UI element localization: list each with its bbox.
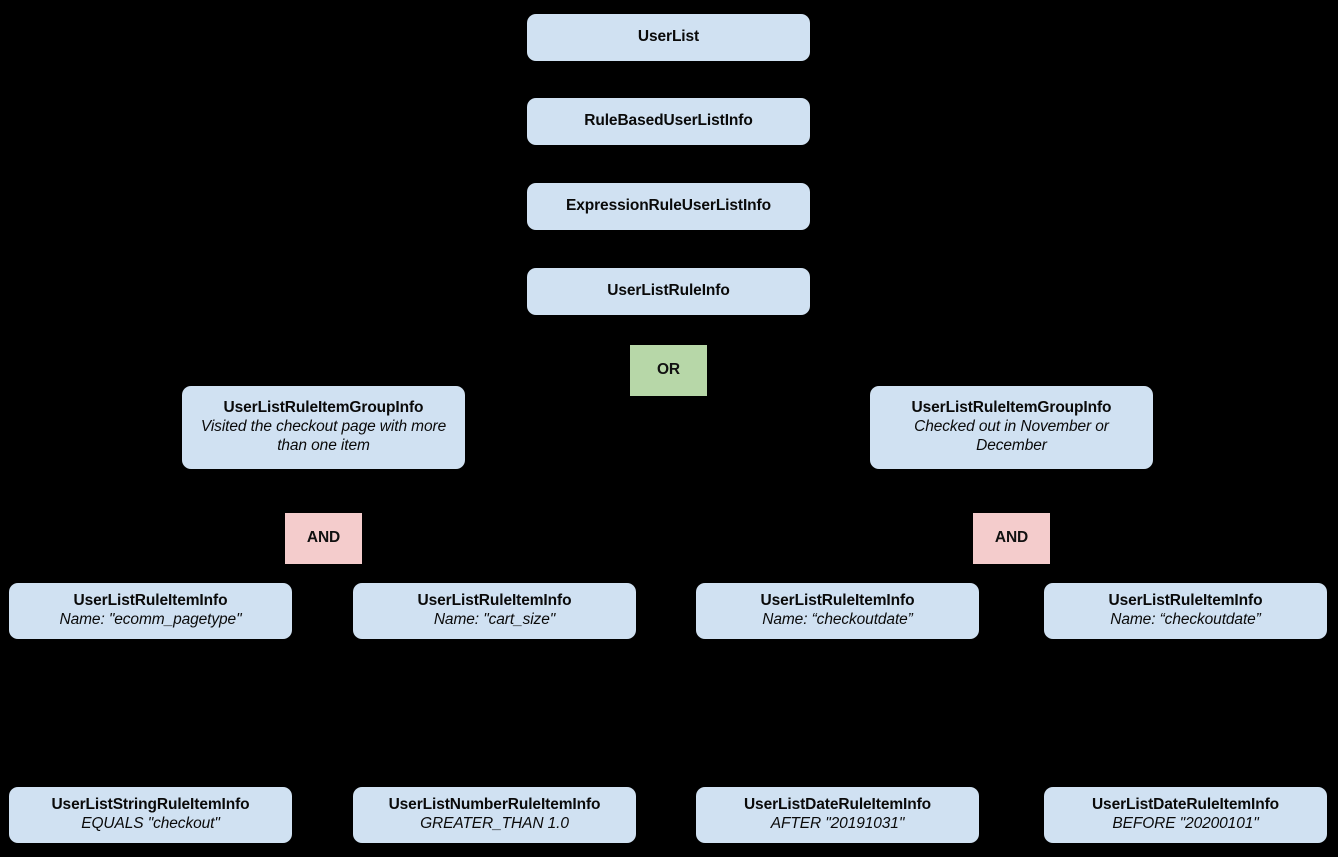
node-group-right[interactable]: UserListRuleItemGroupInfo Checked out in… xyxy=(870,386,1153,469)
edge-userlist-to-rulebased xyxy=(668,60,670,98)
arrowhead-item2 xyxy=(488,575,500,584)
node-item-4[interactable]: UserListRuleItemInfo Name: “checkoutdate… xyxy=(1044,583,1327,639)
node-item-1-title: UserListRuleItemInfo xyxy=(73,592,228,610)
node-item-4-subtitle: Name: “checkoutdate” xyxy=(1110,611,1261,628)
node-group-right-subtitle: Checked out in November or December xyxy=(914,418,1109,454)
node-leaf-3-subtitle: AFTER "20191031" xyxy=(770,815,905,832)
arrowhead-leaf4 xyxy=(1179,775,1191,784)
node-group-left-subtitle: Visited the checkout page with more than… xyxy=(200,418,447,454)
edge-item1-to-leaf1 xyxy=(150,639,152,779)
arrowhead-group-right xyxy=(1005,380,1017,389)
node-item-2-title: UserListRuleItemInfo xyxy=(417,592,572,610)
node-group-right-title: UserListRuleItemGroupInfo xyxy=(911,399,1112,417)
node-leaf-2-subtitle: GREATER_THAN 1.0 xyxy=(420,815,569,832)
arrowhead-rulebased xyxy=(662,89,674,98)
edge-or-to-group-right xyxy=(1011,371,1013,388)
node-user-list-rule-info[interactable]: UserListRuleInfo xyxy=(527,268,810,315)
arrowhead-item1 xyxy=(144,575,156,584)
edge-expression-to-rule xyxy=(668,230,670,268)
node-item-2[interactable]: UserListRuleItemInfo Name: "cart_size" xyxy=(353,583,636,639)
arrowhead-expression xyxy=(662,174,674,183)
edge-rulebased-to-expression xyxy=(668,145,670,183)
node-rule-based-user-list-info-title: RuleBasedUserListInfo xyxy=(584,112,753,130)
node-user-list[interactable]: UserList xyxy=(527,14,810,61)
node-expression-rule-user-list-info-title: ExpressionRuleUserListInfo xyxy=(566,197,771,215)
node-item-3-subtitle: Name: “checkoutdate” xyxy=(762,611,913,628)
node-user-list-rule-info-title: UserListRuleInfo xyxy=(607,282,730,300)
node-leaf-3-title: UserListDateRuleItemInfo xyxy=(743,796,932,814)
arrowhead-leaf2 xyxy=(488,775,500,784)
node-leaf-4-subtitle: BEFORE "20200101" xyxy=(1112,815,1259,832)
arrowhead-leaf3 xyxy=(831,775,843,784)
node-expression-rule-user-list-info[interactable]: ExpressionRuleUserListInfo xyxy=(527,183,810,230)
node-user-list-title: UserList xyxy=(637,28,700,46)
arrowhead-rule xyxy=(662,259,674,268)
arrowhead-leaf1 xyxy=(144,775,156,784)
node-group-left[interactable]: UserListRuleItemGroupInfo Visited the ch… xyxy=(182,386,465,469)
node-leaf-4[interactable]: UserListDateRuleItemInfo BEFORE "2020010… xyxy=(1044,787,1327,843)
edge-group-left-to-and xyxy=(323,469,325,513)
node-item-4-title: UserListRuleItemInfo xyxy=(1108,592,1263,610)
node-group-left-title: UserListRuleItemGroupInfo xyxy=(223,399,424,417)
edge-and-left-drop xyxy=(323,564,325,572)
operator-or-label: OR xyxy=(656,361,681,379)
operator-and-left[interactable]: AND xyxy=(285,513,362,564)
operator-and-left-label: AND xyxy=(306,529,341,547)
edge-group-right-to-and xyxy=(1011,469,1013,513)
node-item-1-subtitle: Name: "ecomm_pagetype" xyxy=(59,611,242,628)
edge-or-to-group-left xyxy=(323,371,325,388)
node-item-2-subtitle: Name: "cart_size" xyxy=(433,611,556,628)
node-leaf-1-title: UserListStringRuleItemInfo xyxy=(51,796,250,814)
node-leaf-2-title: UserListNumberRuleItemInfo xyxy=(388,796,601,814)
arrowhead-group-left xyxy=(317,380,329,389)
node-leaf-1[interactable]: UserListStringRuleItemInfo EQUALS "check… xyxy=(9,787,292,843)
operator-or[interactable]: OR xyxy=(630,345,707,396)
node-leaf-2[interactable]: UserListNumberRuleItemInfo GREATER_THAN … xyxy=(353,787,636,843)
operator-and-right[interactable]: AND xyxy=(973,513,1050,564)
edge-item3-to-leaf3 xyxy=(837,639,839,779)
node-leaf-1-subtitle: EQUALS "checkout" xyxy=(81,815,220,832)
node-item-1[interactable]: UserListRuleItemInfo Name: "ecomm_pagety… xyxy=(9,583,292,639)
edge-item2-to-leaf2 xyxy=(494,639,496,779)
edge-and-left-bar xyxy=(150,572,495,574)
arrowhead-item3 xyxy=(831,575,843,584)
node-item-3-title: UserListRuleItemInfo xyxy=(760,592,915,610)
edge-and-right-drop xyxy=(1011,564,1013,572)
node-leaf-4-title: UserListDateRuleItemInfo xyxy=(1091,796,1280,814)
node-rule-based-user-list-info[interactable]: RuleBasedUserListInfo xyxy=(527,98,810,145)
operator-and-right-label: AND xyxy=(994,529,1029,547)
edge-item4-to-leaf4 xyxy=(1185,639,1187,779)
arrowhead-item4 xyxy=(1179,575,1191,584)
edge-and-right-bar xyxy=(837,572,1186,574)
node-item-3[interactable]: UserListRuleItemInfo Name: “checkoutdate… xyxy=(696,583,979,639)
edge-rule-to-or xyxy=(668,314,670,347)
node-leaf-3[interactable]: UserListDateRuleItemInfo AFTER "20191031… xyxy=(696,787,979,843)
